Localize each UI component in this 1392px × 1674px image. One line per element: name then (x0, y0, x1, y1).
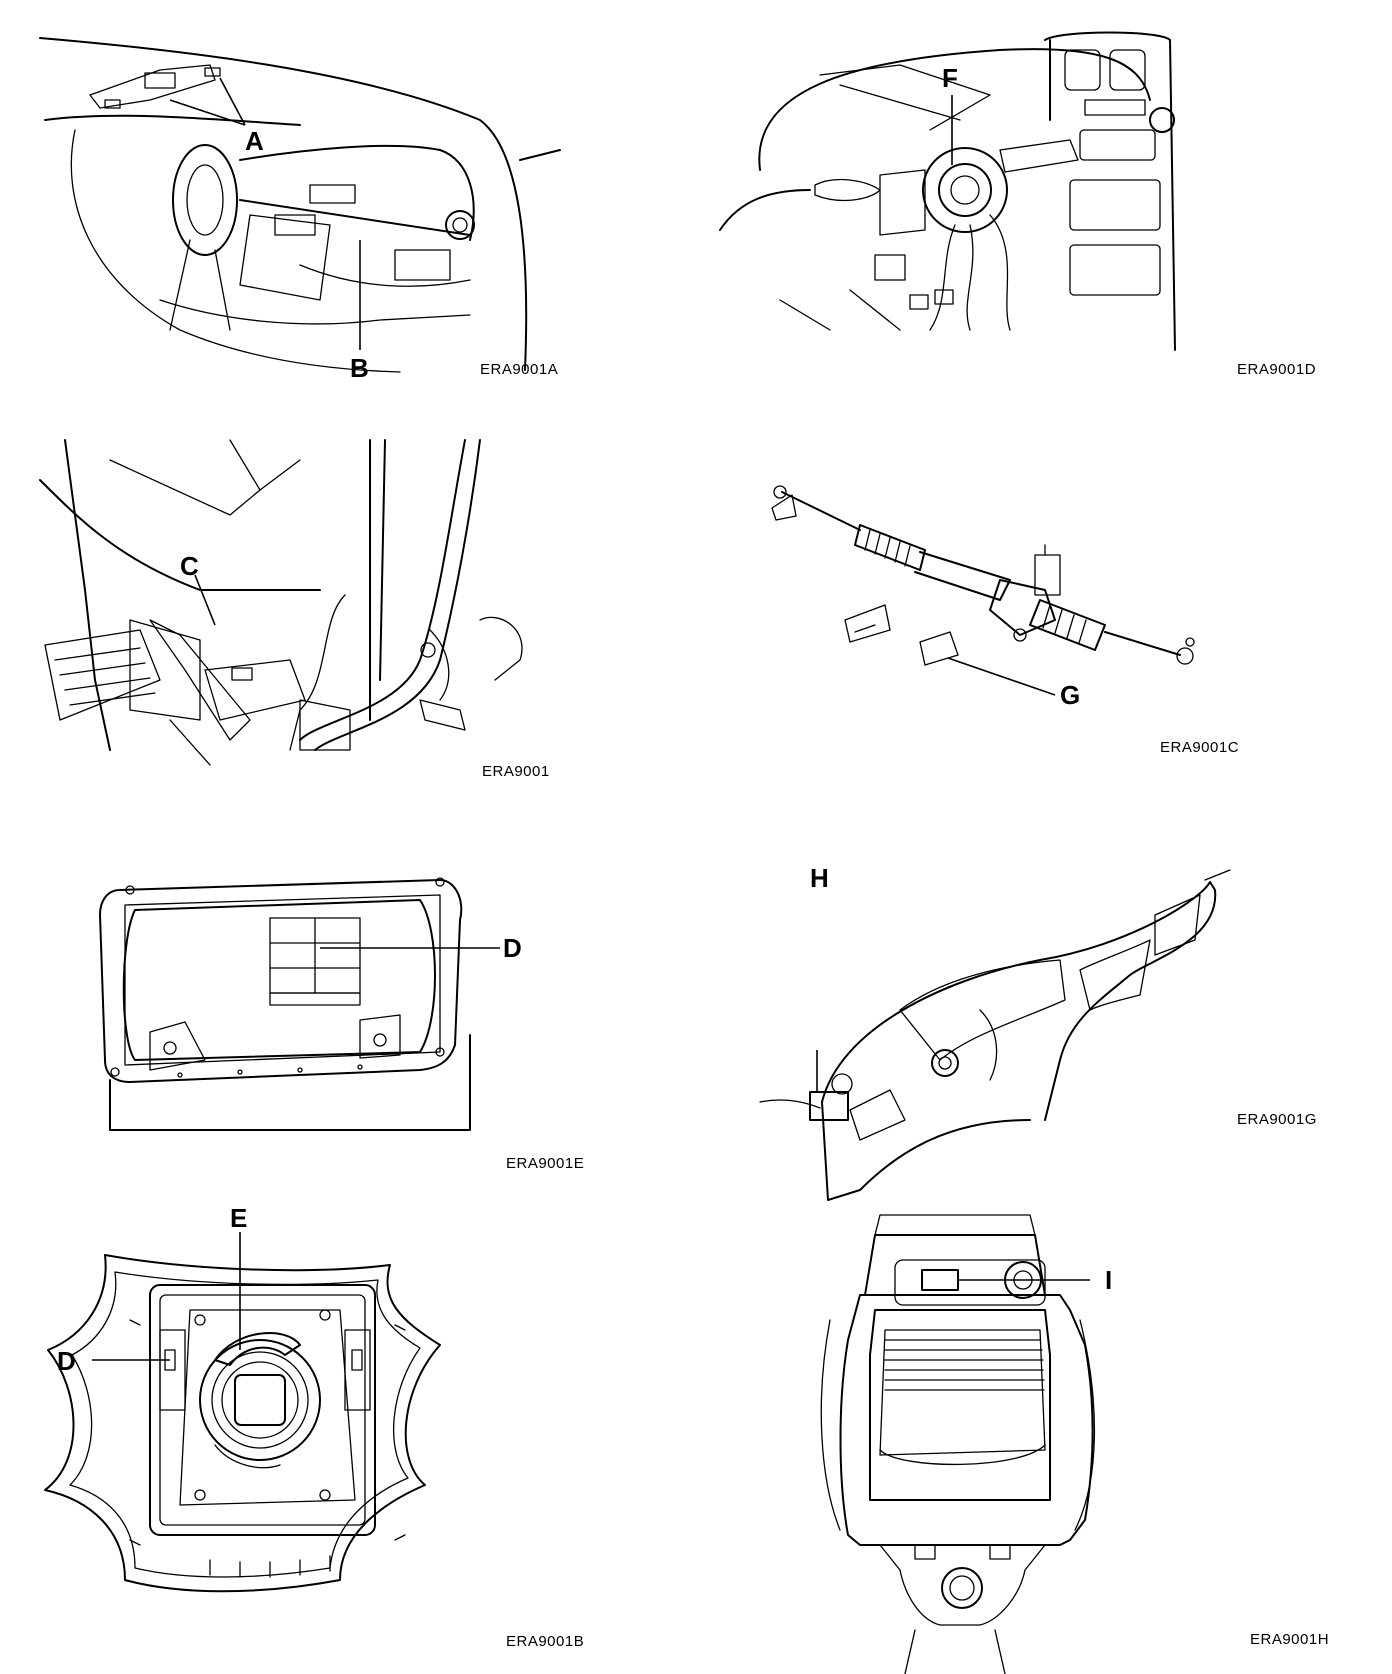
figure-instrument-panel: H ERA9001G (700, 820, 1392, 1201)
figure-id: ERA9001A (480, 361, 559, 378)
figure-id: ERA9001B (506, 1633, 585, 1650)
figure-id: ERA9001 (482, 763, 550, 780)
figure-id: ERA9001C (1160, 739, 1240, 756)
callout-d: D (503, 933, 522, 963)
callout-c: C (180, 551, 199, 581)
dashboard-overview-drawing (39, 37, 561, 373)
callout-g: G (1060, 680, 1081, 710)
callout-h: H (810, 863, 829, 893)
callout-d-wheel: D (57, 1346, 76, 1376)
control-module-drawing (39, 439, 523, 766)
callout-b: B (350, 353, 369, 383)
figure-steering-rack: G ERA9001C (700, 420, 1392, 820)
steering-wheel-airbag-drawing (44, 1232, 441, 1593)
passenger-airbag-drawing (99, 877, 500, 1131)
figure-id: ERA9001H (1250, 1631, 1330, 1648)
clock-spring-drawing (719, 31, 1176, 351)
callout-f: F (942, 63, 958, 93)
figure-passenger-airbag: D ERA9001E (0, 820, 700, 1200)
seat-airbag-module-drawing (820, 1214, 1096, 1674)
figure-seat-airbag-module: I ERA9001H (700, 1200, 1392, 1674)
figure-steering-wheel-airbag: E D ERA9001B (0, 1200, 700, 1674)
figure-control-module: C ERA9001 (0, 420, 700, 820)
instrument-panel-drawing (759, 869, 1231, 1201)
figure-id: ERA9001D (1237, 361, 1317, 378)
figure-id: ERA9001G (1237, 1111, 1317, 1128)
figure-dashboard-overview: A B ERA9001A (0, 0, 700, 420)
figure-clock-spring: F ERA9001D (700, 0, 1392, 420)
callout-a: A (245, 126, 264, 156)
callout-i: I (1105, 1265, 1113, 1295)
callout-e: E (230, 1203, 248, 1233)
steering-rack-drawing (771, 485, 1195, 696)
figure-id: ERA9001E (506, 1155, 585, 1172)
